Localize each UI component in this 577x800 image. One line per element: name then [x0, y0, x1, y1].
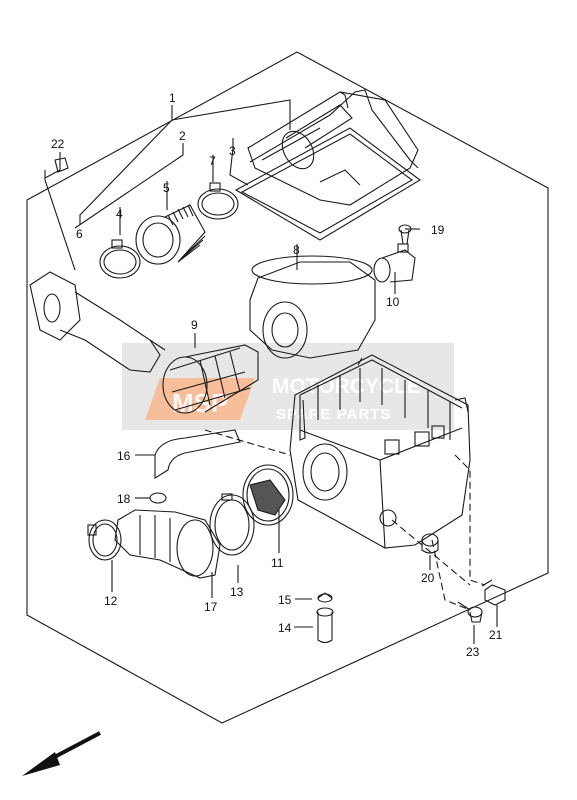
- callout-labels: 1 2 3 4 5 6 7 8 9 10 11 12 13 14 15 16 1…: [51, 91, 503, 659]
- callout-14: 14: [278, 621, 292, 635]
- gasket-13: [209, 493, 255, 556]
- callout-13: 13: [230, 585, 244, 599]
- callout-2: 2: [179, 129, 186, 143]
- screen-11: [242, 464, 294, 526]
- watermark-line1: MOTORCYCLE: [272, 375, 421, 398]
- hose-clamp-4: [99, 239, 141, 279]
- front-direction-arrow: [22, 731, 101, 776]
- callout-22: 22: [51, 137, 65, 151]
- callout-5: 5: [163, 181, 170, 195]
- callout-11: 11: [271, 556, 284, 570]
- callout-21: 21: [489, 628, 503, 642]
- callout-19: 19: [431, 223, 445, 237]
- callout-15: 15: [278, 593, 292, 607]
- cap-seal-gasket: [234, 127, 421, 241]
- filter-cage: [162, 344, 259, 414]
- intake-boot: [135, 204, 206, 265]
- watermark: MSP MOTORCYCLE SPARE PARTS: [122, 343, 454, 430]
- intake-duct: [29, 271, 166, 373]
- leader-lines: [44, 99, 498, 644]
- hose-clamp-7: [197, 182, 239, 220]
- clip-15: [317, 592, 333, 603]
- callout-8: 8: [293, 243, 300, 257]
- assembly-outline: [26, 51, 549, 724]
- callout-7: 7: [209, 154, 216, 168]
- callout-3: 3: [229, 144, 236, 158]
- bolt-22: [54, 152, 69, 173]
- callout-10: 10: [386, 295, 400, 309]
- clip-18: [149, 492, 167, 504]
- grommet-20: [421, 533, 439, 554]
- screw-19: [398, 224, 412, 245]
- bolt-21: [481, 579, 506, 606]
- watermark-line2: SPARE PARTS: [276, 406, 391, 423]
- drain-plug-14: [316, 607, 334, 644]
- air-filter-element: [249, 255, 376, 359]
- callout-17: 17: [204, 600, 218, 614]
- air-cleaner-cap: [247, 89, 419, 206]
- callout-16: 16: [117, 449, 131, 463]
- callout-23: 23: [466, 645, 480, 659]
- hose-clamp-12: [87, 519, 122, 561]
- callout-12: 12: [104, 594, 118, 608]
- air-cleaner-case: [289, 354, 471, 549]
- callout-18: 18: [117, 492, 131, 506]
- callout-20: 20: [421, 571, 435, 585]
- drain-hose-16: [154, 429, 241, 479]
- callout-9: 9: [191, 318, 198, 332]
- callout-1: 1: [169, 91, 176, 105]
- callout-6: 6: [76, 227, 83, 241]
- bolt-23: [457, 601, 483, 623]
- outlet-tube-17: [114, 509, 221, 579]
- callout-4: 4: [116, 207, 123, 221]
- watermark-logo-icon: [145, 378, 255, 420]
